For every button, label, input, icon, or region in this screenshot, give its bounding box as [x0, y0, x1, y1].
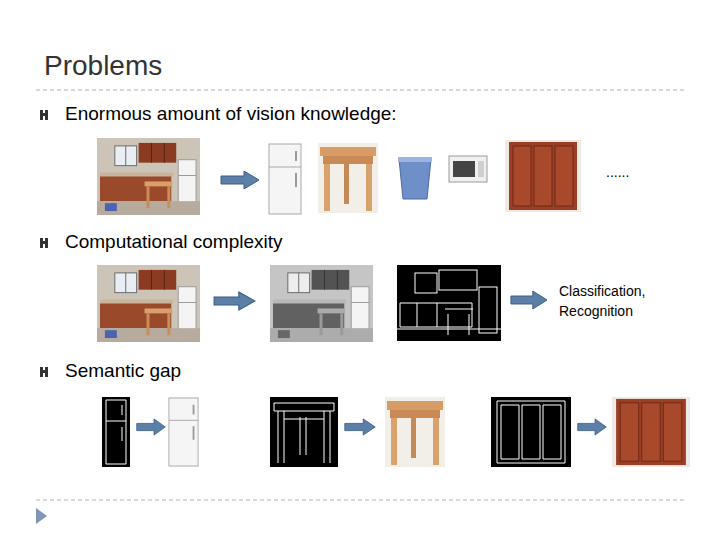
bullet-text: Semantic gap	[65, 360, 181, 382]
nav-triangle	[36, 508, 47, 524]
block-arrow	[137, 419, 166, 435]
bin-photo	[398, 157, 432, 199]
block-arrow	[221, 171, 259, 189]
fridge-photo	[169, 398, 198, 466]
cabinet-photo	[612, 397, 690, 467]
block-arrow	[578, 419, 607, 435]
kitchen-photo	[97, 138, 200, 215]
dashed-rule	[36, 90, 686, 91]
bullet-text: Enormous amount of vision knowledge:	[65, 103, 397, 125]
microwave-photo	[449, 156, 487, 182]
edge-map	[491, 397, 571, 467]
result-note: Classification, Recognition	[559, 281, 657, 321]
dashed-rule	[36, 500, 686, 501]
cabinet-photo	[505, 140, 581, 212]
bullet-marks	[40, 110, 48, 377]
table-photo	[318, 143, 378, 213]
slide-title: Problems	[44, 50, 162, 82]
table-photo	[385, 397, 445, 467]
edge-map	[397, 265, 501, 341]
block-arrow	[345, 419, 375, 435]
kitchen-photo	[97, 265, 200, 342]
fridge-photo	[269, 144, 301, 214]
bullet-text: Computational complexity	[65, 231, 283, 253]
edge-map	[102, 397, 130, 467]
ellipsis: ......	[606, 164, 629, 180]
block-arrow	[214, 292, 255, 310]
block-arrow	[511, 291, 547, 309]
edge-map	[270, 397, 338, 467]
gray-kitchen-photo	[270, 265, 373, 342]
